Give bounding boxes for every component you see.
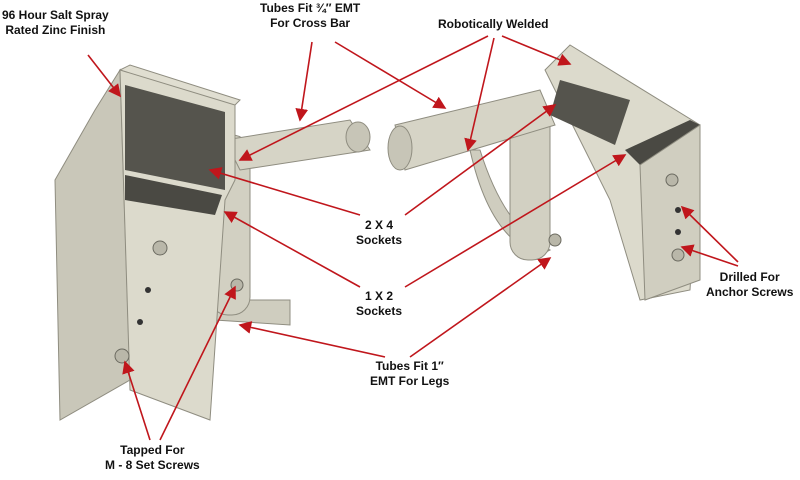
- callout-crossbar: Tubes Fit ¾″ EMT For Cross Bar: [260, 1, 360, 31]
- callout-text: Drilled For: [719, 270, 780, 284]
- callout-text: EMT For Legs: [370, 374, 450, 388]
- callout-1x2-sockets: 1 X 2 Sockets: [356, 289, 402, 319]
- arrow-1x2-right: [404, 154, 627, 288]
- callout-text: Tubes Fit 1″: [375, 359, 444, 373]
- callout-text: Rated Zinc Finish: [5, 23, 106, 37]
- arrow-anchor-lower: [680, 244, 739, 267]
- right-bracket: [387, 44, 701, 301]
- arrow-legs-right: [409, 257, 552, 358]
- callout-text: Robotically Welded: [438, 17, 549, 31]
- callout-text: 2 X 4: [365, 218, 394, 232]
- callout-text: Tapped For: [120, 443, 185, 457]
- arrow-1x2-left: [223, 211, 361, 288]
- arrow-welded-mid: [464, 37, 495, 152]
- arrow-crossbar-left: [295, 41, 313, 122]
- callout-text: Sockets: [356, 304, 403, 318]
- arrow-finish: [87, 54, 121, 98]
- callout-arrows: [87, 35, 739, 441]
- callout-text: Sockets: [356, 233, 403, 247]
- callout-text: 1 X 2: [365, 289, 394, 303]
- arrow-2x4-left: [208, 167, 361, 216]
- callout-legs: Tubes Fit 1″ EMT For Legs: [370, 359, 449, 389]
- callout-welded: Robotically Welded: [438, 17, 548, 32]
- arrow-welded-right: [501, 35, 572, 66]
- arrow-crossbar-right: [334, 41, 447, 109]
- arrow-anchor-upper: [680, 205, 739, 263]
- callout-anchor-screws: Drilled For Anchor Screws: [706, 270, 793, 300]
- callout-text: Anchor Screws: [706, 285, 794, 299]
- arrow-tapped-right: [159, 285, 236, 441]
- callout-2x4-sockets: 2 X 4 Sockets: [356, 218, 402, 248]
- callout-text: For Cross Bar: [270, 16, 351, 30]
- arrow-legs-left: [238, 321, 386, 358]
- callout-finish: 96 Hour Salt Spray Rated Zinc Finish: [2, 8, 109, 38]
- callout-text: M - 8 Set Screws: [105, 458, 200, 472]
- arrow-2x4-right: [404, 104, 557, 216]
- callout-text: 96 Hour Salt Spray: [2, 8, 109, 22]
- callout-tapped: Tapped For M - 8 Set Screws: [105, 443, 200, 473]
- arrow-welded-left: [238, 35, 489, 161]
- left-bracket: [54, 64, 371, 421]
- callout-text: Tubes Fit ¾″ EMT: [260, 1, 361, 15]
- arrow-tapped-left: [122, 360, 151, 441]
